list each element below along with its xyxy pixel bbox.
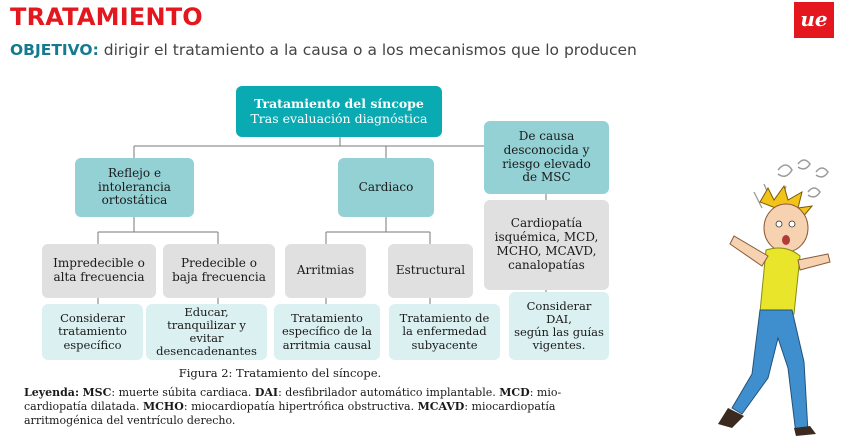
- consider-treatment-line1: Considerar: [60, 311, 125, 326]
- cardiac-label: Cardiaco: [358, 179, 414, 194]
- educate-line3: desencadenantes: [156, 344, 257, 359]
- legend-term-mcd: MCD: [499, 386, 530, 399]
- legend-label: Leyenda:: [24, 386, 79, 399]
- legend-def-mcavd-part2: arritmogénica del ventrículo derecho.: [24, 414, 236, 428]
- legend-term-mcho: MCHO: [142, 400, 184, 414]
- legend-def-mcavd-part1: : miocardiopatía: [464, 400, 556, 414]
- legend-def-mcho: : miocardiopatía hipertrófica obstructiv…: [183, 400, 418, 414]
- consider-dai-line3: según las guías: [514, 325, 604, 339]
- unpredictable-line1: Impredecible o: [53, 256, 145, 271]
- cardiopathy-line3: MCHO, MCAVD,: [496, 244, 597, 258]
- unknown-line2: desconocida y: [503, 142, 590, 157]
- page-title: TRATAMIENTO: [10, 3, 203, 31]
- cardiopathy-line1: Cardiopatía: [510, 216, 583, 231]
- consider-treatment-line3: específico: [63, 337, 122, 352]
- legend-term-dai: DAI: [254, 386, 279, 399]
- educate-line2: tranquilizar y evitar: [167, 317, 246, 345]
- specific-arrhythmia-line1: Tratamiento: [291, 311, 363, 326]
- root-subtitle: Tras evaluación diagnóstica: [250, 110, 428, 126]
- legend-def-mcd-part2: cardiopatía dilatada.: [24, 400, 143, 414]
- fainting-boy-illustration: [718, 159, 831, 436]
- university-logo: ue: [794, 2, 834, 38]
- objective-line: OBJETIVO: dirigir el tratamiento a la ca…: [10, 41, 637, 59]
- figure-caption: Figura 2: Tratamiento del síncope.: [178, 366, 382, 380]
- legend-term-mcavd: MCAVD: [417, 400, 465, 414]
- cardiopathy-line4: canalopatías: [508, 257, 585, 272]
- legend-def-dai: : desfibrilador automático implantable.: [278, 386, 500, 399]
- arrhythmias-label: Arritmias: [296, 263, 355, 278]
- logo-text: ue: [800, 7, 828, 31]
- educate-line1: Educar,: [184, 304, 229, 319]
- legend-def-mcd-part1: : mio-: [529, 386, 562, 399]
- reflex-line2: intolerancia: [98, 179, 171, 194]
- specific-arrhythmia-line3: arritmia causal: [282, 337, 372, 352]
- disease-treatment-line3: subyacente: [411, 337, 478, 352]
- reflex-line1: Reflejo e: [107, 165, 162, 180]
- cardiac-box: Cardiaco: [338, 158, 434, 217]
- arrhythmias-box: Arritmias: [285, 244, 366, 298]
- unknown-line1: De causa: [518, 128, 575, 143]
- disease-treatment-line1: Tratamiento de: [399, 311, 490, 326]
- unknown-line4: de MSC: [522, 170, 571, 185]
- unpredictable-line2: alta frecuencia: [53, 270, 145, 284]
- consider-treatment-line2: tratamiento: [58, 324, 127, 339]
- consider-dai-line2: DAI,: [546, 311, 572, 326]
- predictable-line2: baja frecuencia: [172, 270, 266, 284]
- structural-box: Estructural: [388, 244, 473, 298]
- legend: Leyenda: MSC: muerte súbita cardiaca. DA…: [24, 386, 604, 428]
- structural-label: Estructural: [395, 263, 466, 278]
- root-title: Tratamiento del síncope: [254, 96, 424, 112]
- unknown-line3: riesgo elevado: [502, 156, 591, 171]
- specific-arrhythmia-line2: específico de la: [281, 324, 373, 339]
- legend-term-msc: MSC: [82, 386, 112, 399]
- objective-text: dirigir el tratamiento a la causa o a lo…: [98, 41, 637, 59]
- consider-dai-line4: vigentes.: [532, 338, 586, 353]
- objective-label: OBJETIVO:: [10, 41, 99, 59]
- cardiopathy-line2: isquémica, MCD,: [494, 230, 599, 245]
- dizzy-swirls-icon: [777, 159, 829, 198]
- reflex-line3: ortostática: [101, 193, 168, 208]
- consider-dai-line1: Considerar: [526, 298, 592, 313]
- legend-def-msc: : muerte súbita cardiaca.: [111, 386, 255, 399]
- disease-treatment-line2: la enfermedad: [402, 324, 487, 339]
- predictable-line1: Predecible o: [181, 256, 257, 271]
